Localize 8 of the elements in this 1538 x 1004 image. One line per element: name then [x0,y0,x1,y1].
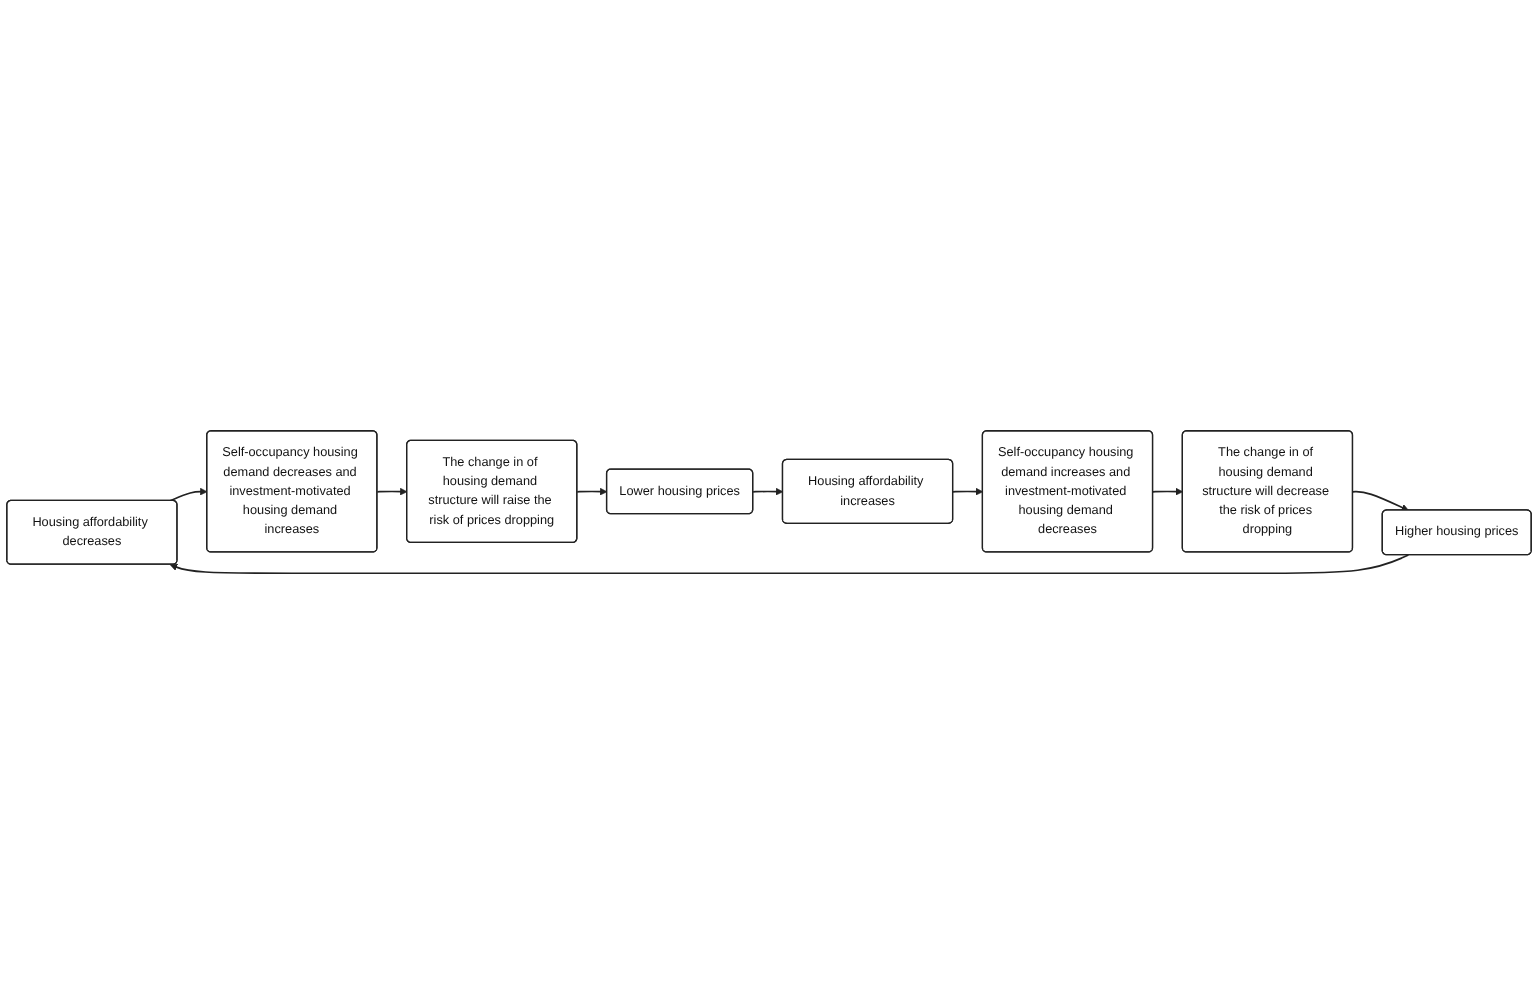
arrow [752,487,784,496]
arrow [169,487,208,502]
arrow [376,487,408,496]
arrow [169,554,1410,575]
arrow [1152,487,1184,496]
arrow [1352,490,1409,511]
arrow [576,487,608,496]
arrow [952,487,984,496]
